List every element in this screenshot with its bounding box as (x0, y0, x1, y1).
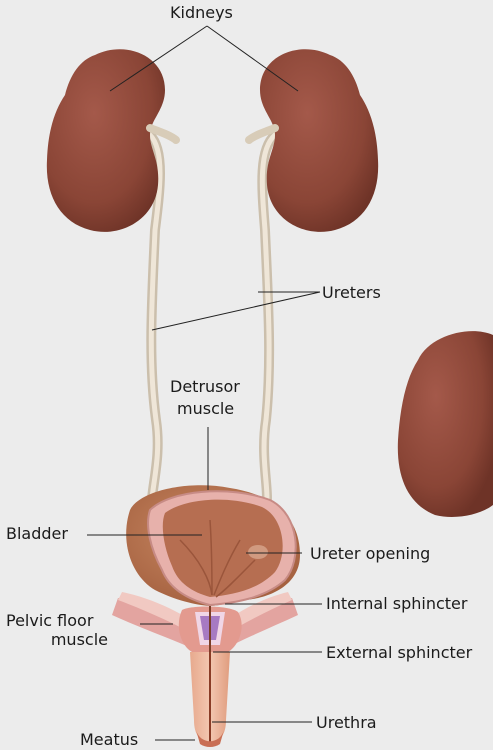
label-ureters: Ureters (322, 284, 381, 302)
label-urethra: Urethra (316, 714, 377, 732)
label-bladder: Bladder (6, 525, 68, 543)
label-internal-sphincter: Internal sphincter (326, 595, 467, 613)
urethra (190, 652, 230, 747)
label-ureter-opening: Ureter opening (310, 545, 430, 563)
label-detrusor-line2: muscle (177, 400, 234, 418)
label-pelvic-floor-line2: muscle (40, 631, 108, 649)
label-external-sphincter: External sphincter (326, 644, 472, 662)
partial-kidney (398, 331, 493, 517)
label-detrusor-line1: Detrusor (170, 378, 240, 396)
label-meatus: Meatus (80, 731, 138, 749)
bladder (126, 485, 300, 606)
label-pelvic-floor-line1: Pelvic floor (6, 612, 136, 630)
label-kidneys: Kidneys (170, 4, 233, 22)
sphincter-region (179, 606, 242, 652)
